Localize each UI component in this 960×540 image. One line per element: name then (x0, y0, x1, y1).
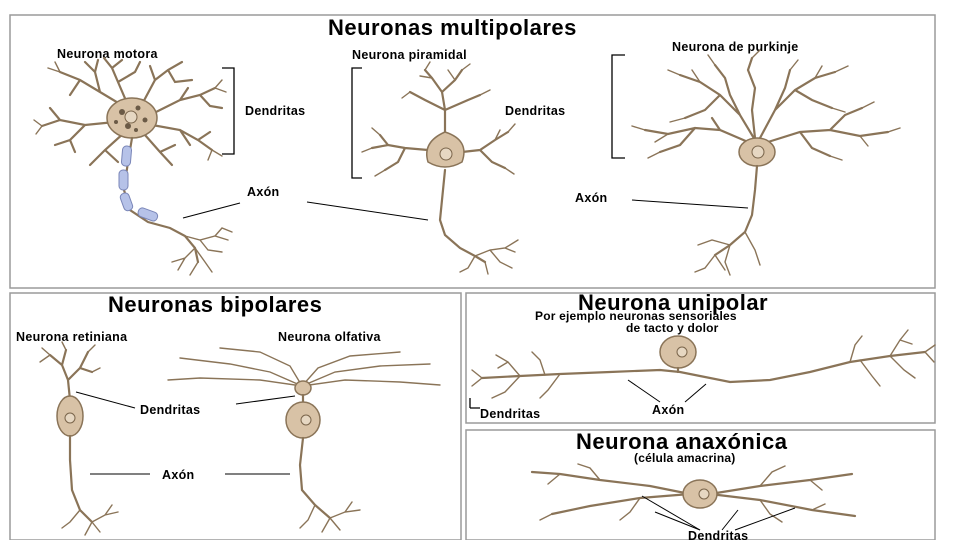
multipolar-title: Neuronas multipolares (328, 15, 577, 40)
retinal-neuron-label: Neurona retiniana (16, 330, 128, 344)
purkinje-neuron-label: Neurona de purkinje (672, 40, 799, 54)
dendrites-label-unipolar: Dendritas (480, 407, 540, 421)
unipolar-subtitle-2: de tacto y dolor (626, 321, 719, 335)
axon-label-motor: Axón (247, 185, 279, 199)
dendrites-label-motor: Dendritas (245, 104, 305, 118)
axon-label-bipolar: Axón (162, 468, 194, 482)
anaxonic-subtitle: (célula amacrina) (634, 451, 735, 465)
olfactory-neuron-label: Neurona olfativa (278, 330, 381, 344)
dendrites-label-bipolar: Dendritas (140, 403, 200, 417)
axon-label-unipolar: Axón (652, 403, 684, 417)
bipolar-title: Neuronas bipolares (108, 292, 322, 317)
pyramidal-neuron-label: Neurona piramidal (352, 48, 467, 62)
dendrites-label-purkinje: Dendritas (505, 104, 565, 118)
dendrites-label-amacrine: Dendritas (688, 529, 748, 540)
motor-neuron-label: Neurona motora (57, 47, 158, 61)
axon-label-purkinje: Axón (575, 191, 607, 205)
